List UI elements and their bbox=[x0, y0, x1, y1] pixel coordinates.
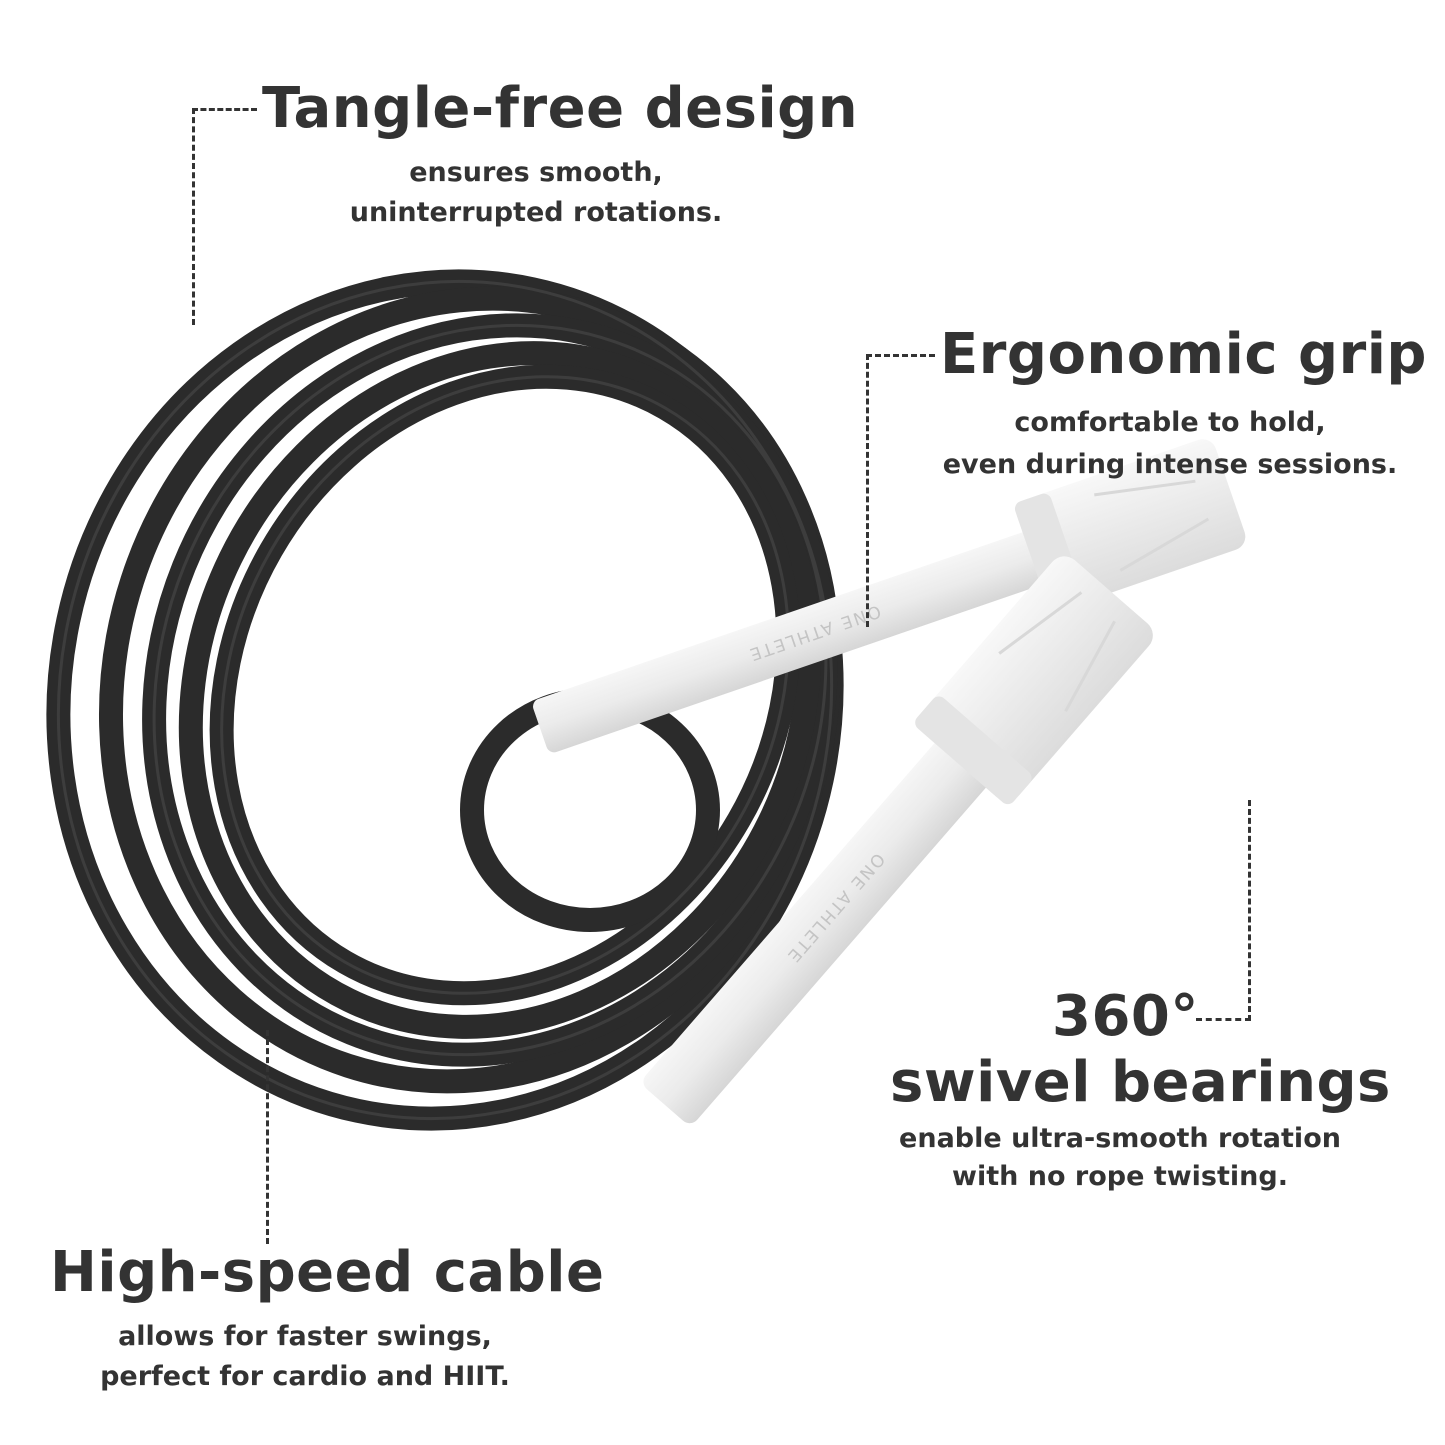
callout-title: High-speed cable bbox=[50, 1240, 605, 1305]
leader-line bbox=[866, 354, 935, 627]
handle-lower: ONE ATHLETE bbox=[643, 556, 1153, 1124]
leader-line bbox=[1196, 800, 1251, 1021]
callout-description: comfortable to hold, bbox=[1014, 407, 1326, 438]
callout-description: even during intense sessions. bbox=[942, 449, 1398, 480]
callout-description: ensures smooth, bbox=[409, 157, 663, 188]
callout-title-line2: swivel bearings bbox=[890, 1050, 1391, 1115]
callout-description: allows for faster swings, bbox=[118, 1321, 492, 1352]
callout-description: enable ultra-smooth rotation bbox=[899, 1123, 1341, 1154]
callout-title: Tangle-free design bbox=[262, 76, 859, 141]
leader-line bbox=[266, 1030, 269, 1244]
leader-line bbox=[192, 108, 257, 325]
rope-coil bbox=[178, 341, 822, 1039]
callout-description: perfect for cardio and HIIT. bbox=[100, 1361, 510, 1392]
callout-title-line1: 360° bbox=[1052, 984, 1199, 1049]
callout-description: with no rope twisting. bbox=[952, 1161, 1288, 1192]
rope-coils bbox=[46, 269, 844, 1131]
callout-description: uninterrupted rotations. bbox=[349, 197, 723, 228]
callout-title: Ergonomic grip bbox=[940, 322, 1427, 387]
